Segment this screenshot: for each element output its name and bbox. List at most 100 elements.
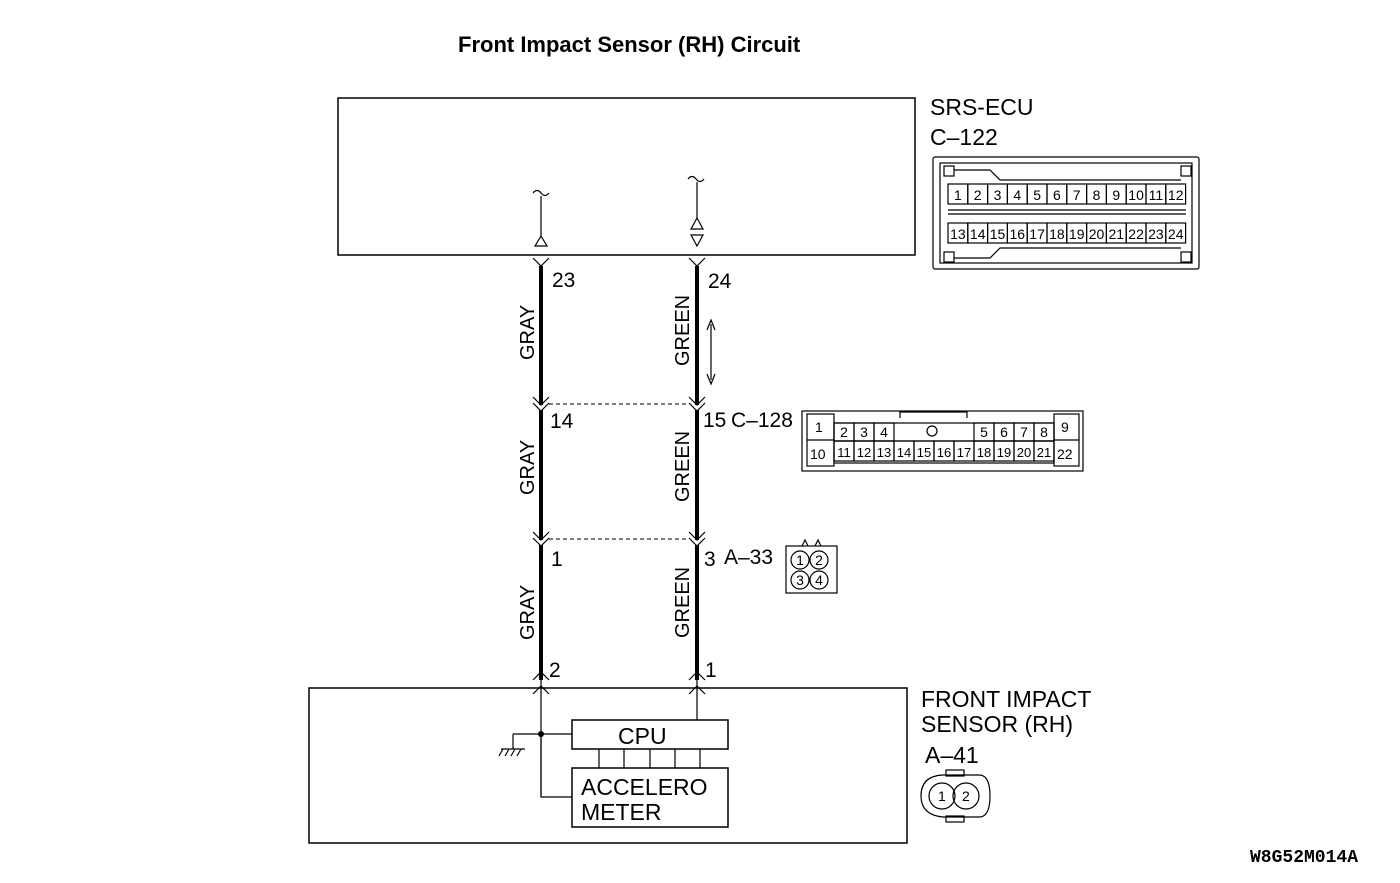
c122-pin-11: 11	[1149, 187, 1164, 203]
a41-pin-1: 1	[938, 788, 946, 804]
sensor-connector-symbol-right	[688, 671, 706, 695]
a33-connector-label: A–33	[724, 546, 773, 569]
c122-pin-12: 12	[1168, 187, 1184, 203]
sensor-name-line2: SENSOR (RH)	[921, 711, 1073, 737]
c128-connector-symbol-left	[532, 396, 550, 412]
c128-pin-17: 17	[957, 445, 971, 460]
ecu-connector-symbol-right	[688, 257, 706, 267]
sensor-name-line1: FRONT IMPACT	[921, 686, 1091, 712]
a33-connector-symbol-right	[688, 531, 706, 547]
c122-pin-19: 19	[1069, 226, 1085, 242]
ecu-terminal-24	[687, 175, 705, 248]
c122-pin-17: 17	[1029, 226, 1045, 242]
c128-pin-5: 5	[980, 424, 988, 440]
c128-pin-15-label: 15	[703, 409, 726, 432]
c128-pin-13: 13	[877, 445, 891, 460]
c122-pin-6: 6	[1053, 187, 1061, 203]
c122-pin-14: 14	[970, 226, 986, 242]
c122-pin-23: 23	[1148, 226, 1164, 242]
c122-pin-8: 8	[1093, 187, 1101, 203]
bidirectional-signal-arrow-icon	[706, 318, 716, 386]
wire-color-green-3: GREEN	[672, 567, 694, 638]
sensor-pin-1-label: 1	[705, 659, 717, 682]
c128-pin-4: 4	[880, 424, 888, 440]
accelerometer-ground-link	[540, 734, 572, 798]
c128-pin-8: 8	[1040, 424, 1048, 440]
c128-pin-11: 11	[837, 445, 851, 460]
a33-pin-4-cell	[809, 570, 829, 590]
c128-pin-12: 12	[857, 445, 871, 460]
c128-pin-2: 2	[840, 424, 848, 440]
c122-pin-1: 1	[954, 187, 962, 203]
c122-pin-18: 18	[1049, 226, 1065, 242]
c128-pin-6: 6	[1000, 424, 1008, 440]
c128-connector-label: C–128	[731, 409, 793, 432]
a33-pin-4: 4	[815, 572, 823, 588]
front-impact-sensor-box	[308, 687, 908, 844]
accelerometer-label-line1: ACCELERO	[581, 774, 708, 800]
c128-pin-21-cell	[1033, 440, 1055, 462]
wire-color-green-1: GREEN	[672, 295, 694, 366]
sensor-connector-symbol-left	[532, 671, 550, 695]
diagram-code: W8G52M014A	[1250, 848, 1358, 868]
c122-pin-7: 7	[1073, 187, 1081, 203]
c122-pin-4: 4	[1013, 187, 1021, 203]
c122-pin-2: 2	[974, 187, 982, 203]
a41-connector-face: 1 2	[920, 769, 991, 823]
c128-pin-10: 10	[810, 446, 826, 462]
cpu-label: CPU	[618, 723, 667, 749]
sensor-pin-2-label: 2	[549, 659, 561, 682]
c122-pin-16: 16	[1010, 226, 1026, 242]
c122-pin-22: 22	[1128, 226, 1144, 242]
ecu-terminal-23	[532, 189, 550, 247]
c128-pin-19: 19	[997, 445, 1011, 460]
diagram-title: Front Impact Sensor (RH) Circuit	[458, 32, 801, 57]
srs-ecu-label: SRS-ECU	[930, 94, 1034, 120]
a33-pin-3-label: 3	[704, 548, 716, 571]
c128-pin-3: 3	[860, 424, 868, 440]
c128-pin-14-label: 14	[550, 410, 574, 433]
ecu-pin-23-label: 23	[552, 269, 575, 292]
c128-pin-15: 15	[917, 445, 931, 460]
a33-pin-3-cell	[790, 570, 810, 590]
c122-pin-5: 5	[1033, 187, 1041, 203]
ecu-pin-24-label: 24	[708, 270, 732, 293]
c122-pin-3: 3	[994, 187, 1002, 203]
c122-pin-21: 21	[1109, 226, 1125, 242]
c128-pin-18: 18	[977, 445, 991, 460]
sensor-connector-label: A–41	[925, 742, 979, 768]
a33-pin-1: 1	[796, 552, 804, 568]
c128-pin-21: 21	[1037, 445, 1051, 460]
c122-pin-9: 9	[1112, 187, 1120, 203]
c122-pin-13: 13	[950, 226, 966, 242]
c122-pin-24-cell	[1165, 222, 1187, 244]
c122-pin-15: 15	[990, 226, 1006, 242]
accelerometer-label-line2: METER	[581, 799, 662, 825]
wire-color-gray-3: GRAY	[517, 585, 539, 640]
a33-pin-3: 3	[796, 572, 804, 588]
c128-pin-22: 22	[1057, 446, 1073, 462]
c128-pin-16: 16	[937, 445, 951, 460]
a33-connector-symbol-left	[532, 531, 550, 547]
c122-pin-12-cell	[1165, 183, 1187, 205]
a41-pin-2: 2	[962, 788, 970, 804]
c128-pin-20: 20	[1017, 445, 1031, 460]
ground-icon	[498, 734, 525, 757]
a33-pin-1-label: 1	[551, 548, 563, 571]
a33-pin-2-cell	[809, 550, 829, 570]
c128-pin-14: 14	[897, 445, 911, 460]
a33-pin-1-cell	[790, 550, 810, 570]
a33-pin-2: 2	[815, 552, 823, 568]
c122-pin-10: 10	[1128, 187, 1144, 203]
c122-pin-24: 24	[1168, 226, 1184, 242]
c128-pin-1: 1	[815, 419, 823, 435]
wire-color-gray-1: GRAY	[517, 305, 539, 360]
srs-ecu-box	[337, 97, 916, 256]
wire-color-green-2: GREEN	[672, 431, 694, 502]
c128-pin-9: 9	[1061, 419, 1069, 435]
